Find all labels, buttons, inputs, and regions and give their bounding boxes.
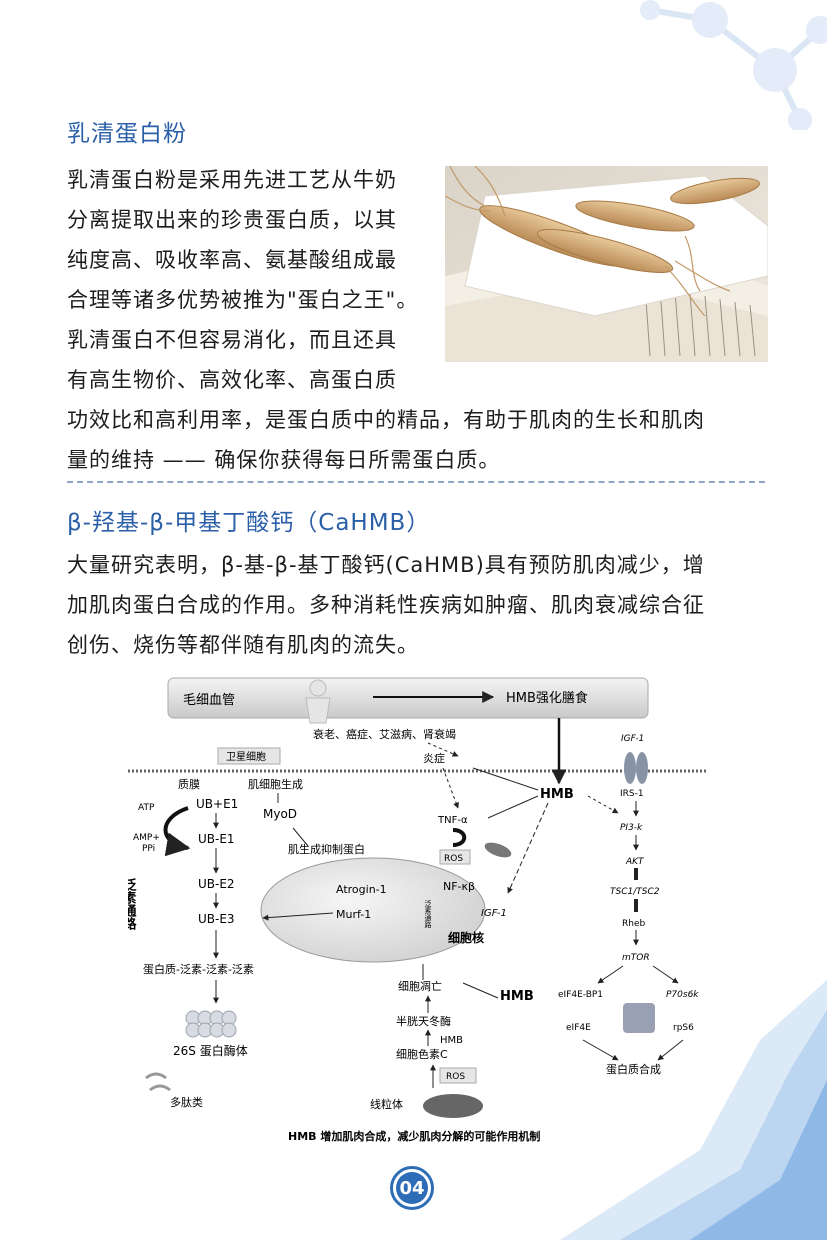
- label-hmb-diet: HMB强化膳食: [506, 690, 588, 706]
- label-cytochrome-c: 细胞色素C: [396, 1047, 448, 1061]
- label-myostatin: 肌生成抑制蛋白: [288, 842, 365, 856]
- person-figure: [305, 679, 331, 724]
- label-mitochondria: 线粒体: [370, 1097, 403, 1111]
- label-nucleus: 细胞核: [448, 930, 484, 945]
- label-capillary: 毛细血管: [183, 693, 235, 708]
- label-nfkb: NF-κβ: [443, 880, 475, 893]
- molecule-decoration: [640, 0, 827, 130]
- label-caspase: 半胱天冬酶: [396, 1014, 451, 1028]
- section-title-whey: 乳清蛋白粉: [67, 121, 187, 147]
- label-muscle-gen: 肌细胞生成: [248, 777, 303, 791]
- ginseng-photo: [445, 166, 768, 362]
- paragraph-line: 合理等诸多优势被推为"蛋白之王"。: [67, 288, 419, 312]
- label-satellite-cell: 卫星细胞: [226, 750, 266, 763]
- paragraph-line: 分离提取出来的珍贵蛋白质，以其: [67, 208, 397, 232]
- mitochondrion-icon: [423, 1094, 483, 1118]
- label-polypeptide: 多肽类: [170, 1095, 203, 1109]
- label-p70s6k: P70s6k: [666, 990, 699, 1000]
- label-ub-e1a: UB+E1: [196, 797, 238, 811]
- label-atrogin: Atrogin-1: [336, 883, 387, 896]
- section-divider: [67, 481, 765, 483]
- label-murf: Murf-1: [336, 908, 371, 921]
- label-tnf: TNF-α: [437, 815, 468, 826]
- nucleus-shape: [260, 857, 486, 963]
- proteasome-icon: [185, 1010, 237, 1038]
- hmb-mechanism-diagram: 毛细血管 HMB强化膳食 衰老、癌症、艾滋病、肾衰竭 炎症 卫星细胞 质膜 肌细…: [128, 677, 708, 1143]
- label-protein-ubiquitin: 蛋白质-泛素-泛素-泛素: [143, 962, 254, 976]
- label-eif4e: eIF4E: [566, 1023, 591, 1033]
- label-ppi: PPi: [142, 844, 155, 854]
- label-pi3k: PI3-k: [620, 823, 643, 833]
- paragraph-line: 创伤、烧伤等都伴随有肌肉的流失。: [67, 633, 419, 657]
- paragraph-line: 功效比和高利用率，是蛋白质中的精品，有助于肌肉的生长和肌肉: [67, 408, 705, 432]
- label-rheb: Rheb: [622, 919, 645, 929]
- label-hmb-small: HMB: [440, 1035, 463, 1046]
- atp-cycle-arrow: [163, 806, 191, 857]
- label-rps6: rpS6: [673, 1023, 694, 1033]
- label-ub-e2: UB-E2: [198, 877, 235, 891]
- ribosome-icon: [623, 1003, 655, 1033]
- whey-paragraph: 乳清蛋白粉是采用先进工艺从牛奶 分离提取出来的珍贵蛋白质，以其 纯度高、吸收率高…: [67, 160, 705, 480]
- label-ros-1: ROS: [444, 854, 463, 864]
- label-atp: ATP: [138, 803, 155, 813]
- paragraph-line: 加肌肉蛋白合成的作用。多种消耗性疾病如肿瘤、肌肉衰减综合征: [67, 593, 705, 617]
- paragraph-line: 量的维持 —— 确保你获得每日所需蛋白质。: [67, 448, 501, 472]
- page-number: 04: [396, 1172, 428, 1204]
- label-mtor: mTOR: [622, 953, 650, 963]
- label-amp: AMP+: [133, 833, 160, 843]
- label-ub-e3: UB-E3: [198, 912, 235, 926]
- label-hmb-apoptosis: HMB: [500, 989, 534, 1004]
- label-ros-2: ROS: [446, 1072, 465, 1082]
- label-akt: AKT: [625, 857, 645, 867]
- label-hmb-center: HMB: [540, 787, 574, 802]
- label-myod: MyoD: [263, 807, 297, 821]
- paragraph-line: 纯度高、吸收率高、氨基酸组成最: [67, 248, 397, 272]
- label-protein-synthesis: 蛋白质合成: [606, 1062, 661, 1076]
- paragraph-line: 乳清蛋白粉是采用先进工艺从牛奶: [67, 168, 397, 192]
- label-irs1: IRS-1: [620, 789, 644, 799]
- diagram-caption: HMB 增加肌肉合成，减少肌肉分解的可能作用机制: [288, 1129, 540, 1143]
- label-ubiquitin-pathway-2: 泛素通路: [424, 899, 432, 929]
- paragraph-line: 乳清蛋白不但容易消化，而且还具: [67, 328, 397, 352]
- page-number-badge: 04: [390, 1166, 434, 1210]
- label-eif4e-bp1: eIF4E-BP1: [558, 990, 603, 1000]
- label-membrane: 质膜: [178, 778, 200, 791]
- hmb-paragraph: 大量研究表明，β-基-β-基丁酸钙(CaHMB)具有预防肌肉减少，增 加肌肉蛋白…: [67, 545, 705, 665]
- paragraph-line: 大量研究表明，β-基-β-基丁酸钙(CaHMB)具有预防肌肉减少，增: [67, 553, 705, 577]
- label-inflammation: 炎症: [423, 751, 445, 765]
- section-title-hmb: β-羟基-β-甲基丁酸钙（CaHMB）: [67, 510, 431, 536]
- paragraph-line: 有高生物价、高效化率、高蛋白质: [67, 368, 397, 392]
- label-proteasome: 26S 蛋白酶体: [173, 1043, 248, 1058]
- label-tsc: TSC1/TSC2: [610, 887, 660, 897]
- label-ubiquitin-pathway: 泛素通路: [128, 877, 136, 930]
- label-ub-e1b: UB-E1: [198, 832, 235, 846]
- label-igf1: IGF-1: [621, 734, 644, 744]
- label-apoptosis: 细胞凋亡: [398, 979, 442, 993]
- label-igf1-inner: IGF-1: [481, 908, 507, 919]
- label-diseases: 衰老、癌症、艾滋病、肾衰竭: [313, 727, 456, 741]
